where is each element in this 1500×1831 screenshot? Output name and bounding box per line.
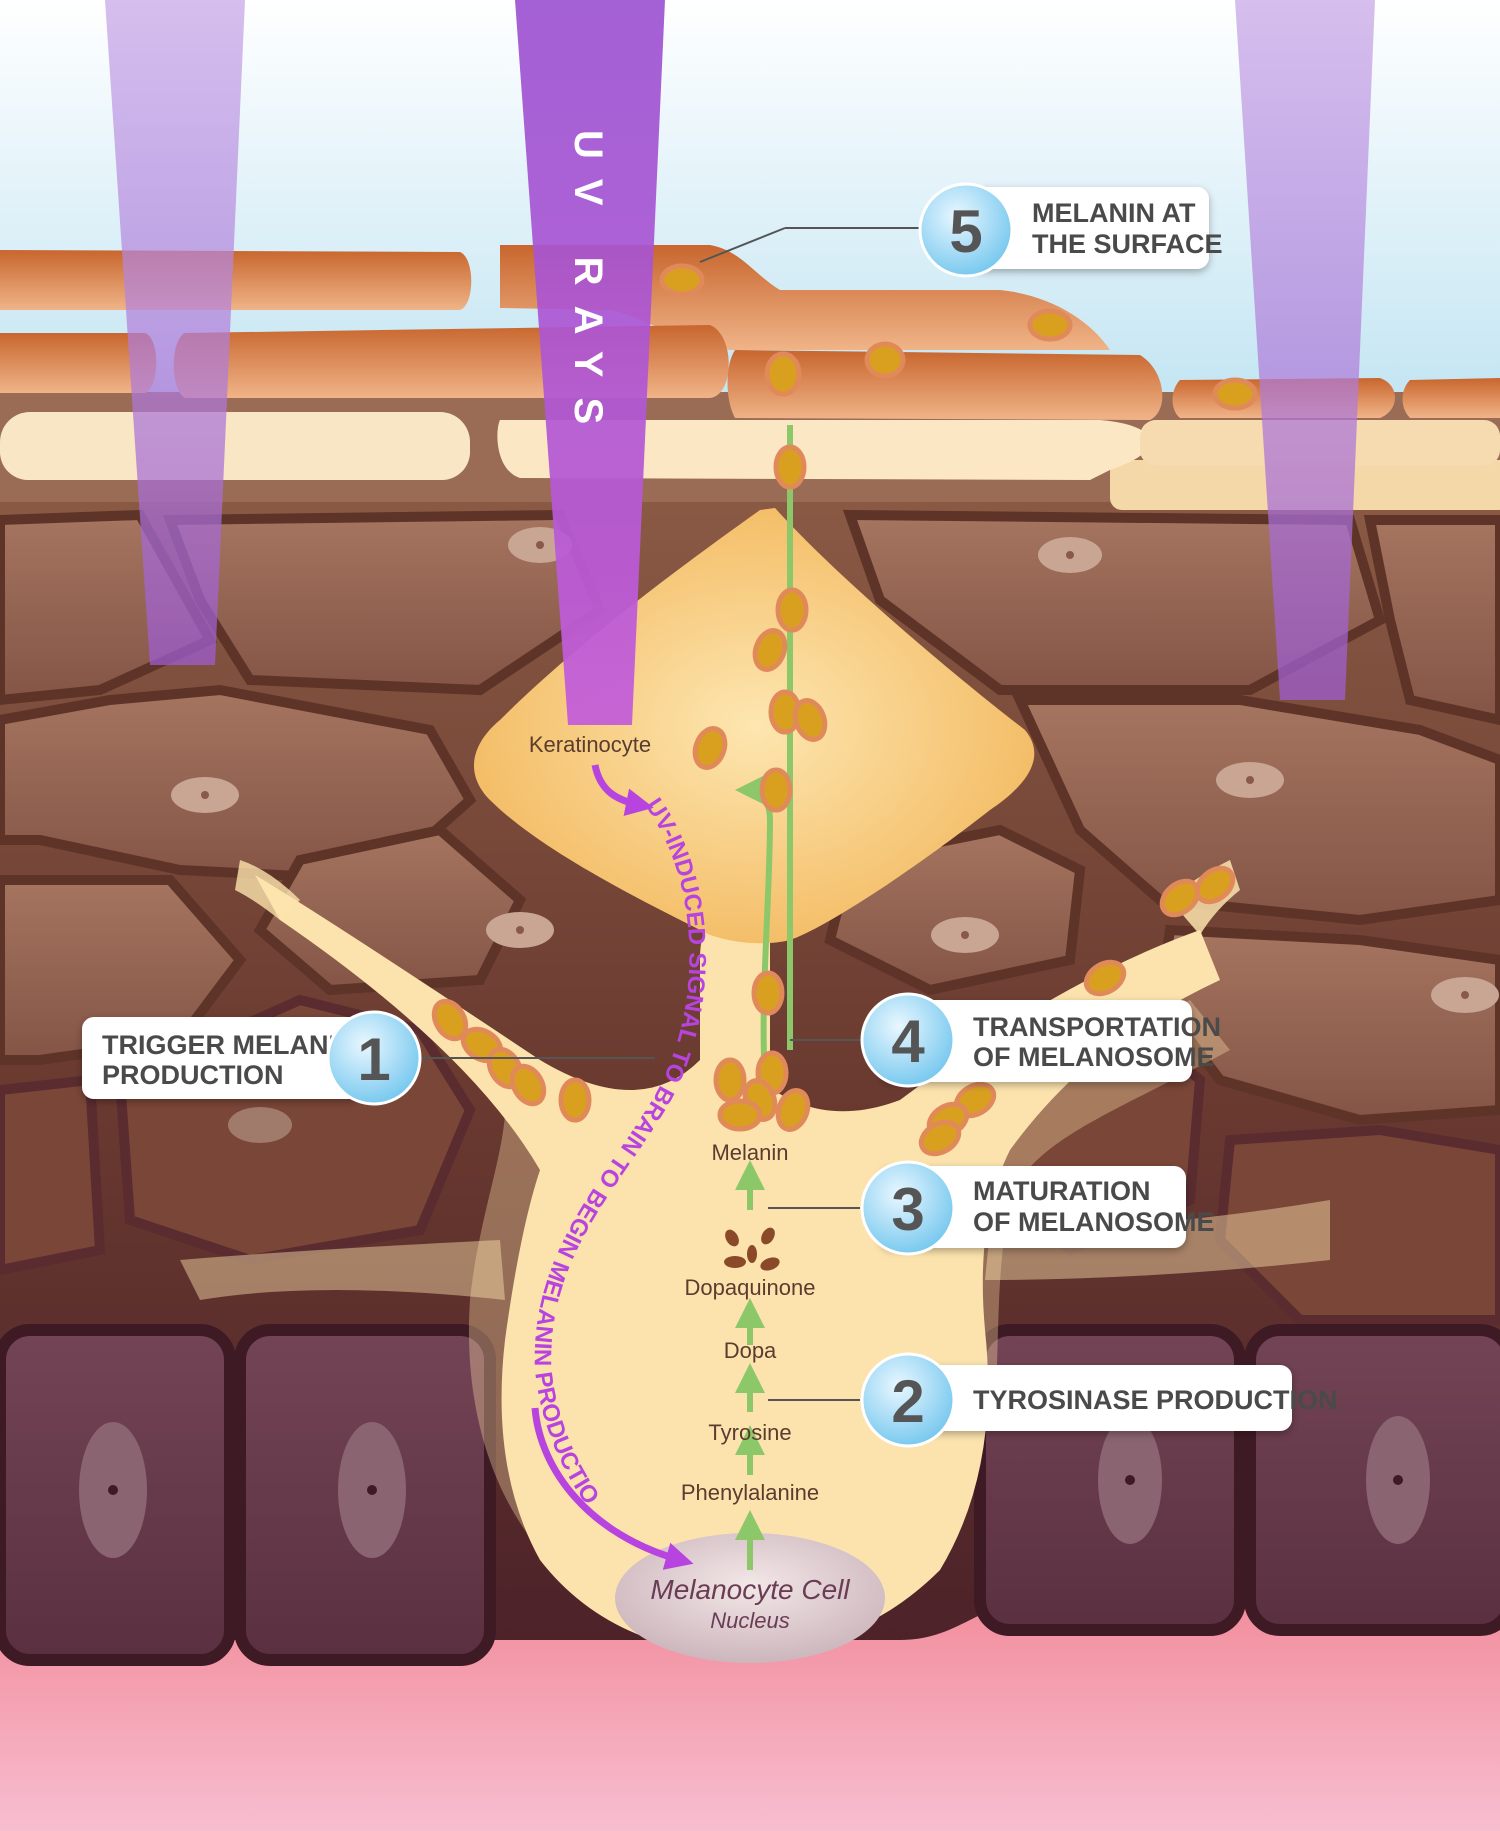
step-1-line1: TRIGGER MELANIN [102, 1030, 356, 1060]
step-3-number: 3 [891, 1176, 924, 1243]
step-3-badge [860, 1160, 956, 1256]
step-1-line2: PRODUCTION [102, 1060, 284, 1090]
step-3-line2: OF MELANOSOME [973, 1207, 1215, 1237]
pathway-labels: Phenylalanine Tyrosine Dopa Dopaquinone … [529, 732, 819, 1505]
step-1-number: 1 [357, 1026, 390, 1093]
uv-beams [105, 0, 1375, 725]
uv-beam-right [1235, 0, 1375, 700]
step-4-line1: TRANSPORTATION [973, 1012, 1221, 1042]
step-4-line2: OF MELANOSOME [973, 1042, 1215, 1072]
step-2-badge [860, 1352, 956, 1448]
keratinocyte-label: Keratinocyte [529, 732, 651, 757]
step-4-badge [860, 992, 956, 1088]
callout-step-2 [880, 1365, 1292, 1431]
callout-step-5 [965, 187, 1209, 269]
step-5-badge [918, 182, 1014, 278]
nucleus-title: Melanocyte Cell [650, 1574, 850, 1605]
step-4-number: 4 [891, 1008, 925, 1075]
callout-step-4 [880, 1000, 1192, 1082]
uv-beam-left [105, 0, 245, 665]
signal-arrow-end [531, 1407, 694, 1570]
uv-beam-main [515, 0, 665, 725]
pathway-dopa: Dopa [724, 1338, 777, 1363]
signal-arrow-start [591, 764, 654, 816]
callout-step-3 [880, 1166, 1186, 1248]
step-2-number: 2 [891, 1368, 924, 1435]
step-5-line1: MELANIN AT [1032, 198, 1196, 228]
pathway-melanin: Melanin [711, 1140, 788, 1165]
step-2-line1: TYROSINASE PRODUCTION [973, 1385, 1338, 1415]
step-5-number: 5 [949, 198, 982, 265]
pathway-dopaquinone: Dopaquinone [685, 1275, 816, 1300]
callout-leaders [420, 227, 930, 1401]
step-1-badge [326, 1010, 422, 1106]
pathway-phenylalanine: Phenylalanine [681, 1480, 819, 1505]
dopaquinone-granules [724, 1227, 780, 1271]
step-5-line2: THE SURFACE [1032, 229, 1223, 259]
callout-step-1 [82, 1017, 362, 1099]
pathway-tyrosine: Tyrosine [708, 1420, 791, 1445]
nucleus-subtitle: Nucleus [710, 1608, 789, 1633]
keratinocyte-cell [473, 508, 1035, 944]
step-3-line1: MATURATION [973, 1176, 1150, 1206]
melanosomes [431, 263, 1258, 1157]
uv-rays-label: UV RAYS [566, 130, 610, 444]
